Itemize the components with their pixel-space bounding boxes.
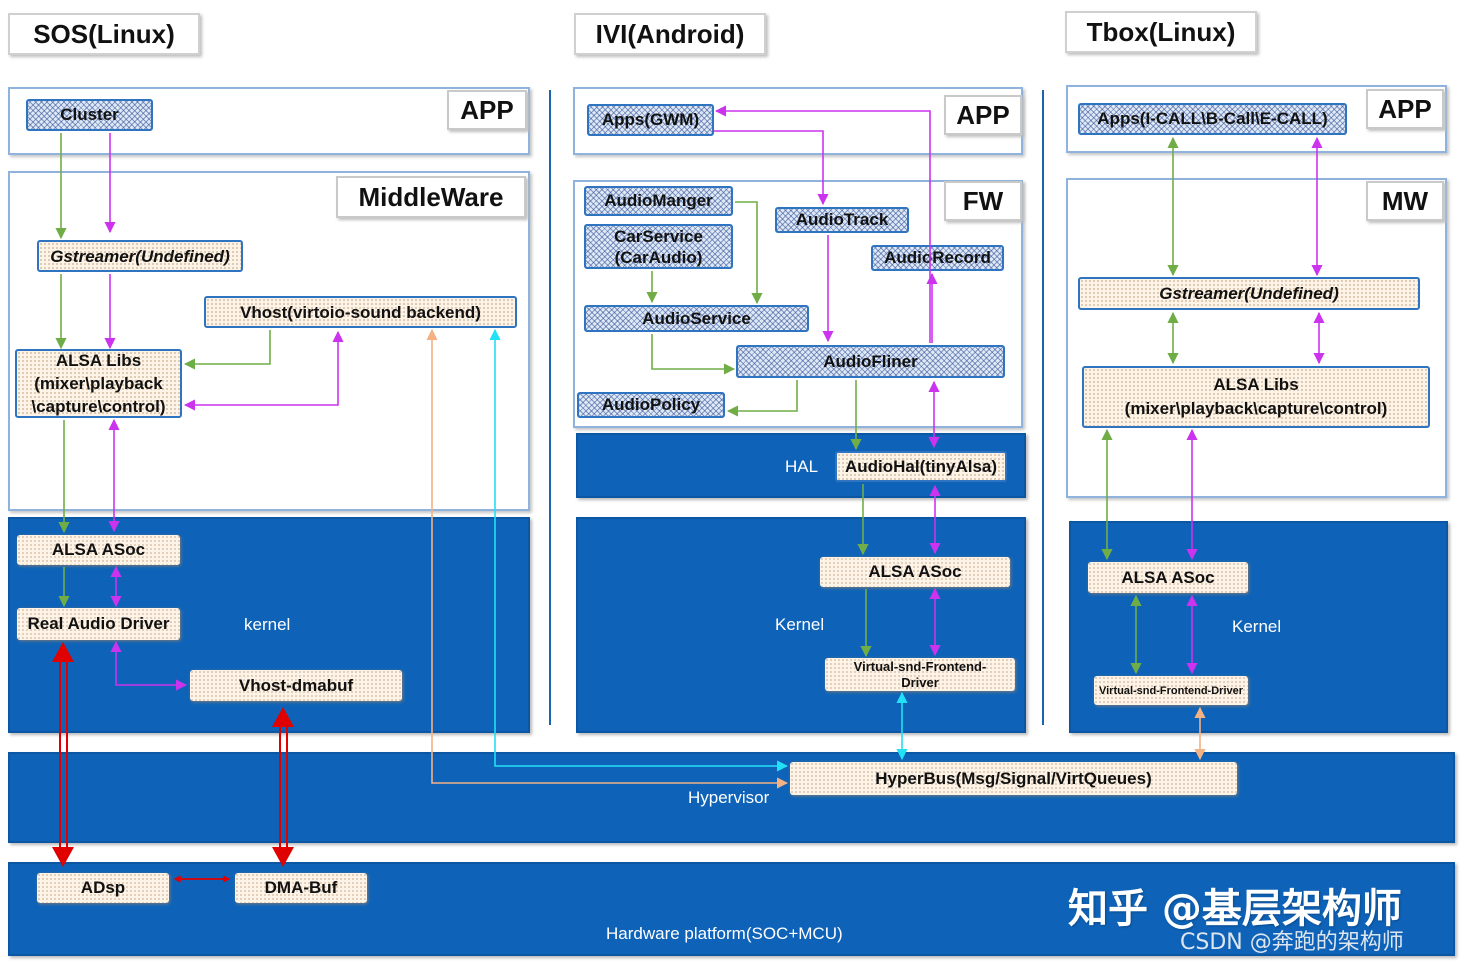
ivi-audio-hal-box: AudioHal(tinyAlsa) (835, 451, 1007, 482)
adsp-box: ADsp (37, 873, 169, 903)
hyperbus-box: HyperBus(Msg/Signal/VirtQueues) (790, 762, 1237, 795)
column-separator-right (1042, 90, 1044, 725)
ivi-apps-gwm-box: Apps(GWM) (587, 104, 714, 136)
sos-cluster-box: Cluster (26, 99, 153, 131)
tbox-app-tag: APP (1366, 89, 1444, 129)
sos-kernel-label: kernel (244, 615, 291, 634)
sos-middleware-tag: MiddleWare (336, 176, 526, 218)
ivi-hal-label: HAL (785, 457, 819, 476)
column-title-sos: SOS(Linux) (8, 13, 200, 55)
ivi-virtual-snd-line1: Virtual-snd-Frontend- (853, 658, 987, 674)
zhihu-watermark: 知乎 @基层架构师 (1068, 886, 1402, 932)
sos-alsa-libs-box: ALSA Libs (mixer\playback \capture\contr… (15, 349, 182, 418)
sos-vhost-dmabuf-box: Vhost-dmabuf (190, 670, 402, 701)
tbox-alsa-asoc-box: ALSA ASoc (1088, 562, 1248, 593)
csdn-watermark: CSDN @奔跑的架构师 (1180, 930, 1404, 955)
arrow-fliner-to-apps-purple (714, 105, 931, 343)
sos-vhost-backend-box: Vhost(virtoio-sound backend) (204, 296, 517, 328)
column-title-tbox: Tbox(Linux) (1065, 11, 1257, 53)
ivi-car-service-line1: CarService (614, 226, 703, 246)
arrow-fliner-to-policy-green (726, 380, 798, 417)
sos-alsa-libs-line1: ALSA Libs (55, 351, 142, 370)
ivi-alsa-asoc-box: ALSA ASoc (820, 557, 1010, 587)
arrow-apps-to-audiotrack-purple (714, 130, 829, 206)
ivi-car-service-line2: (CarAudio) (614, 247, 703, 267)
sos-real-audio-driver-box: Real Audio Driver (17, 608, 180, 640)
tbox-alsa-libs-box: ALSA Libs (mixer\playback\capture\contro… (1082, 366, 1430, 428)
sos-alsa-asoc-box: ALSA ASoc (17, 535, 180, 565)
tbox-apps-box: Apps(I-CALL\B-Call\E-CALL) (1078, 103, 1347, 135)
arrow-dmabuf-dmabuf-red-heads (272, 707, 294, 867)
arrow-alsa-vhost-purple (183, 330, 344, 411)
ivi-virtual-snd-line2: Driver (901, 674, 939, 690)
ivi-audio-track-box: AudioTrack (775, 207, 909, 233)
tbox-alsa-libs-line2: (mixer\playback\capture\control) (1124, 399, 1388, 418)
ivi-audio-manager-box: AudioManger (584, 186, 733, 216)
arrow-driver-adsp-red-shaft (59, 652, 68, 857)
tbox-alsa-libs-line1: ALSA Libs (1213, 375, 1299, 394)
arrow-vhost-hyperbus-orange (426, 328, 789, 789)
ivi-audio-record-box: AudioRecord (871, 245, 1004, 271)
arrow-vhost-hyperbus-cyan (489, 328, 789, 772)
tbox-mw-tag: MW (1366, 181, 1444, 221)
arrow-service-to-fliner-green (651, 334, 736, 375)
ivi-virtual-snd-driver-box: Virtual-snd-Frontend- Driver (825, 658, 1015, 691)
arrow-dmabuf-dmabuf-red-shaft (279, 716, 288, 857)
tbox-virtual-snd-driver-box: Virtual-snd-Frontend-Driver (1094, 676, 1248, 705)
sos-app-tag: APP (447, 90, 527, 130)
tbox-gstreamer-box: Gstreamer(Undefined) (1078, 277, 1420, 310)
hardware-label: Hardware platform(SOC+MCU) (606, 924, 843, 943)
arrow-vhost-to-alsa-green (183, 330, 271, 370)
arrow-manager-to-service-green (735, 201, 763, 305)
arrow-driver-dmabuf-purple (110, 640, 188, 691)
ivi-app-tag: APP (944, 95, 1022, 135)
sos-alsa-libs-line2: (mixer\playback (34, 374, 163, 393)
sos-alsa-libs-line3: \capture\control) (31, 397, 166, 416)
ivi-fw-tag: FW (944, 181, 1022, 221)
ivi-car-service-box: CarService (CarAudio) (584, 224, 733, 269)
tbox-mw-layer (1066, 178, 1447, 498)
tbox-kernel-label: Kernel (1232, 617, 1282, 636)
column-title-ivi: IVI(Android) (574, 13, 766, 55)
hypervisor-label: Hypervisor (688, 788, 770, 807)
dma-buf-box: DMA-Buf (235, 873, 367, 903)
arrow-driver-adsp-red-heads (52, 642, 74, 867)
sos-gstreamer-box: Gstreamer(Undefined) (37, 240, 243, 272)
